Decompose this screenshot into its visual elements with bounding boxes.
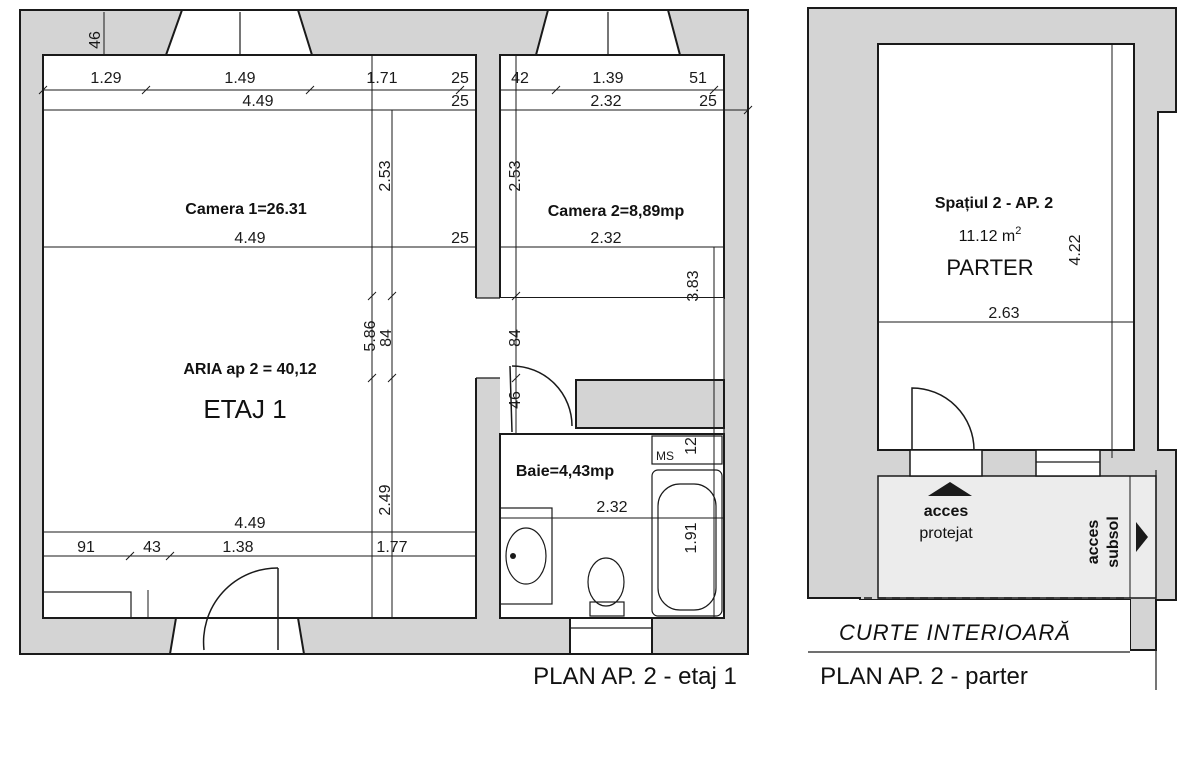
caption-parter: PLAN AP. 2 - parter	[820, 663, 1028, 690]
dim-139: 1.39	[592, 70, 623, 87]
label-camera-1: Camera 1=26.31	[185, 201, 307, 218]
sink-counter	[499, 507, 553, 605]
label-baie: Baie=4,43mp	[516, 463, 615, 480]
plan-parter: 4.22 2.63 Spațiul 2 - AP. 2 11.12 m2 PAR…	[807, 7, 1177, 690]
dim-91: 91	[77, 539, 95, 556]
sink	[505, 527, 547, 585]
dim-249: 2.49	[377, 484, 394, 515]
label-acces-2: acces	[1085, 520, 1102, 565]
caption-etaj: PLAN AP. 2 - etaj 1	[533, 663, 737, 690]
window-bath	[569, 617, 653, 655]
dim-586: 5.86	[362, 320, 379, 351]
dim-253b: 2.53	[507, 160, 524, 191]
dim-46: 46	[87, 31, 104, 49]
dim-449a: 4.49	[242, 93, 273, 110]
dim-449b: 4.49	[234, 230, 265, 247]
label-parter: PARTER	[946, 255, 1033, 280]
plan-etaj-1: 46 1.29 1.49 1.71 25 42 1.39 51 4.49 25 …	[19, 9, 753, 690]
dim-383: 3.83	[685, 270, 702, 301]
dim-253a: 2.53	[377, 160, 394, 191]
arrow-right-icon	[1136, 522, 1148, 552]
dim-25a: 25	[451, 70, 469, 87]
room-spatiul-2	[877, 43, 1135, 451]
label-camera-2: Camera 2=8,89mp	[548, 203, 685, 220]
dim-449c: 4.49	[234, 515, 265, 532]
ms-box	[651, 435, 723, 465]
label-ms: MS	[656, 449, 674, 463]
dim-25d: 25	[451, 230, 469, 247]
dim-84a: 84	[378, 329, 395, 347]
label-curte: CURTE INTERIOARĂ	[839, 620, 1071, 645]
label-spatiul: Spațiul 2 - AP. 2	[935, 195, 1053, 212]
dim-12: 12	[683, 437, 700, 455]
curte-zone	[808, 600, 1130, 652]
label-subsol: subsol	[1105, 516, 1122, 568]
label-etaj: ETAJ 1	[203, 394, 286, 424]
dim-25b: 25	[451, 93, 469, 110]
dim-232b: 2.32	[590, 230, 621, 247]
dim-46b: 46	[507, 391, 524, 409]
dim-177: 1.77	[376, 539, 407, 556]
label-protejat: protejat	[919, 525, 973, 542]
room-camera-2	[499, 54, 725, 299]
dim-191: 1.91	[683, 522, 700, 553]
dim-43: 43	[143, 539, 161, 556]
bathtub	[651, 469, 723, 617]
room-baie	[499, 433, 725, 619]
window-top-left	[164, 9, 314, 56]
dim-263: 2.63	[988, 305, 1019, 322]
label-aria: ARIA ap 2 = 40,12	[183, 361, 316, 378]
dim-171: 1.71	[366, 70, 397, 87]
counter-left	[42, 591, 132, 619]
room-camera-1	[42, 54, 477, 619]
dim-84b: 84	[507, 329, 524, 347]
arrow-up-icon	[928, 482, 972, 496]
dim-422: 4.22	[1067, 234, 1084, 265]
label-acces-1: acces	[924, 503, 969, 520]
parter-door	[911, 387, 975, 451]
dim-232c: 2.32	[596, 499, 627, 516]
dim-149: 1.49	[224, 70, 255, 87]
dim-129: 1.29	[90, 70, 121, 87]
dim-25c: 25	[699, 93, 717, 110]
label-area: 11.12 m2	[959, 225, 1022, 245]
toilet	[587, 557, 625, 607]
dim-232a: 2.32	[590, 93, 621, 110]
dim-51: 51	[689, 70, 707, 87]
entry-door	[168, 617, 306, 655]
dim-42: 42	[511, 70, 529, 87]
dim-138: 1.38	[222, 539, 253, 556]
